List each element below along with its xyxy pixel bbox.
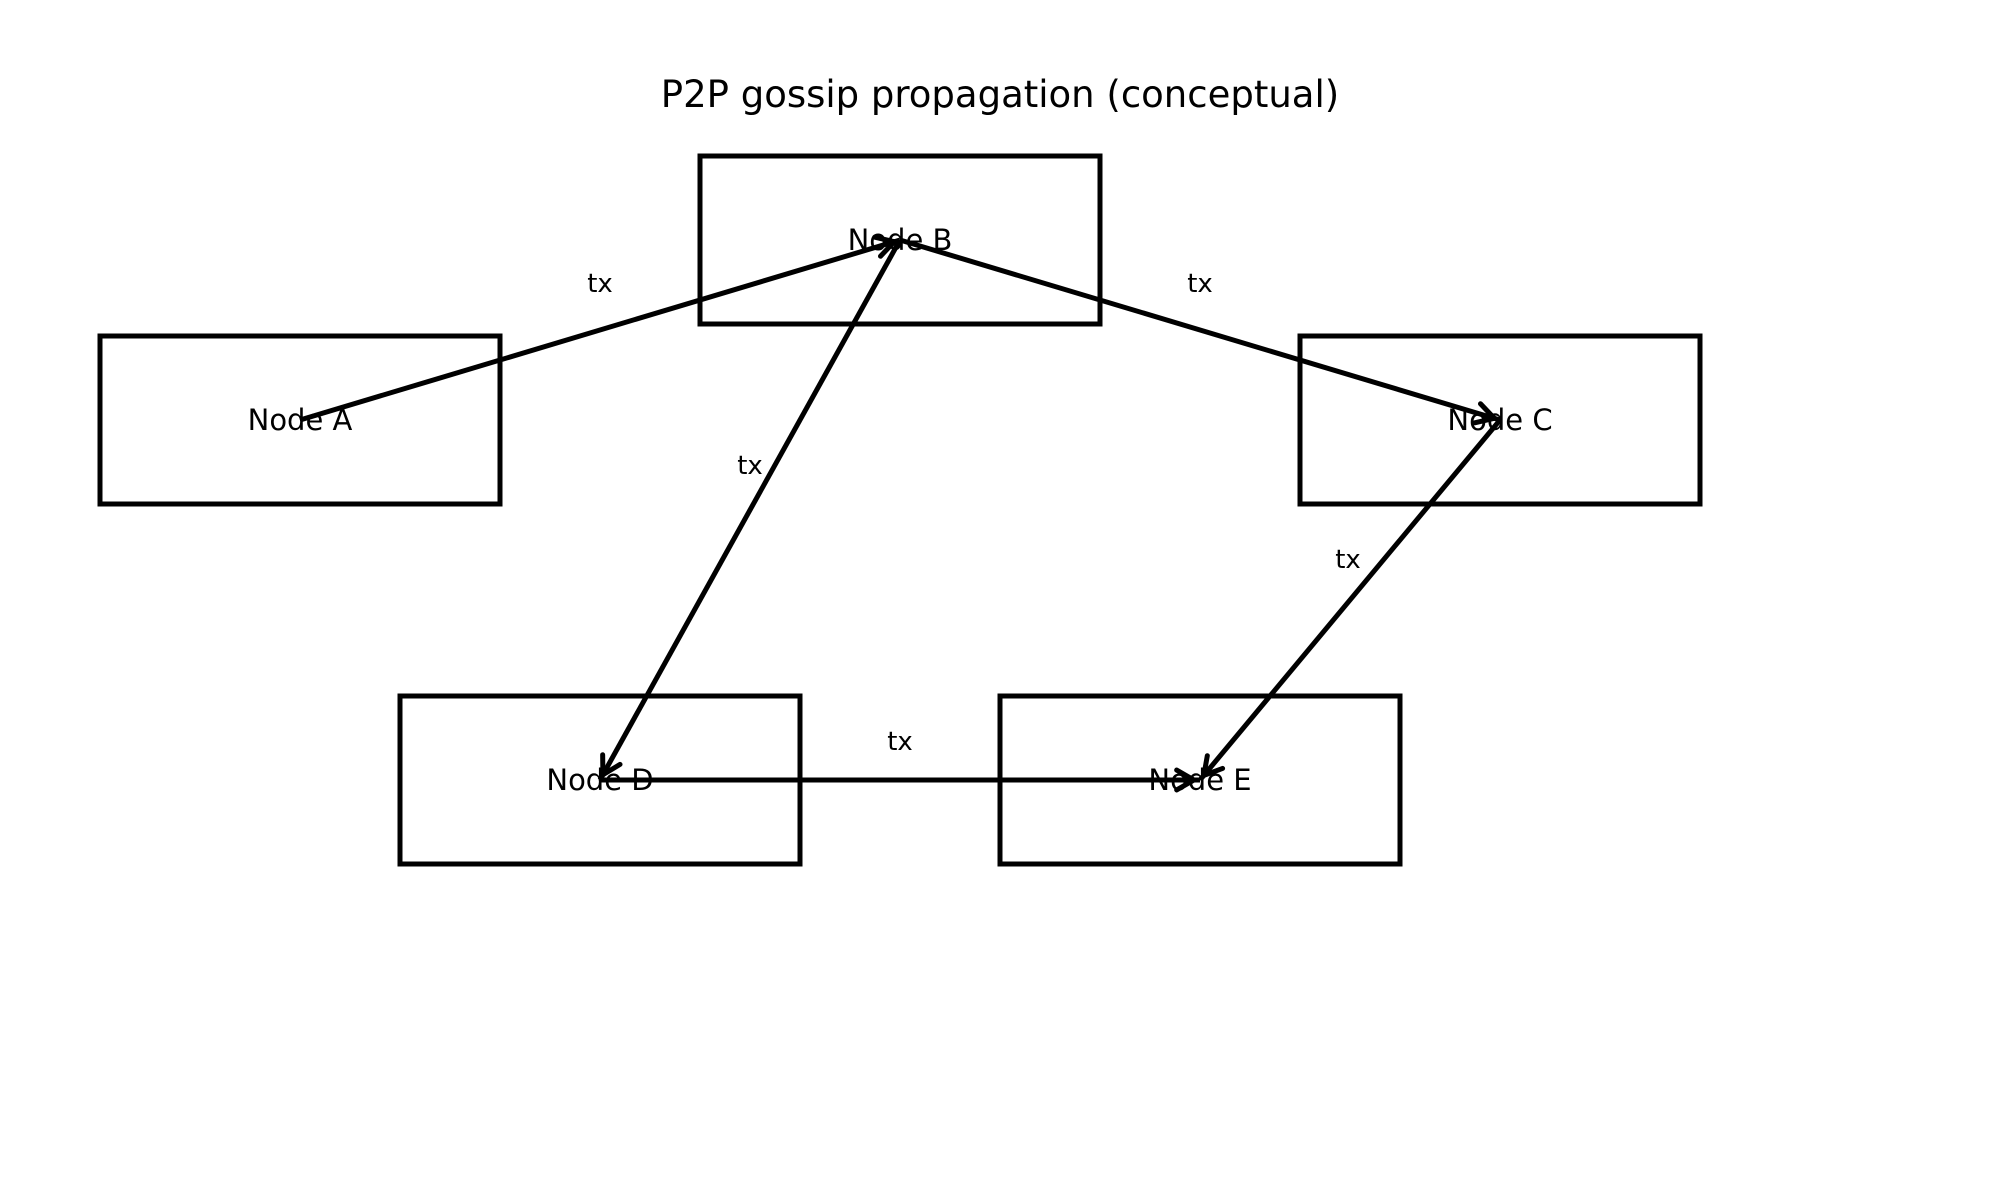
edge-line-b-d	[597, 238, 903, 782]
arrowhead-a-b	[872, 234, 897, 259]
edge-label-b-c: tx	[1187, 269, 1213, 299]
arrowhead-c-e	[1201, 753, 1226, 778]
edge-line-a-b	[299, 237, 901, 423]
diagram-title: P2P gossip propagation (conceptual)	[661, 73, 1339, 116]
node-a: Node A	[97, 333, 503, 507]
edge-label-b-d: tx	[737, 451, 763, 481]
edge-line-c-e	[1198, 418, 1502, 782]
edge-line-b-c	[899, 237, 1501, 423]
edge-label-a-b: tx	[587, 269, 613, 299]
arrowhead-b-d	[600, 752, 623, 778]
arrowhead-b-c	[1472, 401, 1497, 426]
arrowhead-d-e	[1174, 767, 1197, 793]
arrowheads-layer: tx tx tx tx tx	[299, 234, 1502, 793]
edge-label-c-e: tx	[1335, 545, 1361, 575]
edge-label-d-e: tx	[887, 727, 913, 757]
